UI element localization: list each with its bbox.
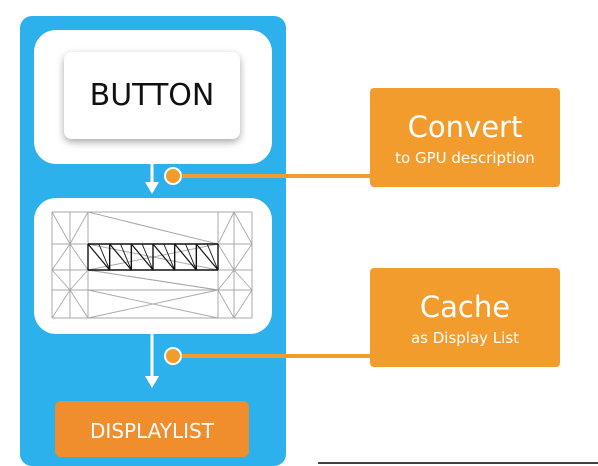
mesh-edge bbox=[51, 269, 71, 291]
mesh-edge bbox=[87, 289, 219, 319]
displaylist-box bbox=[55, 401, 249, 457]
mesh-edge bbox=[152, 243, 176, 271]
displaylist-label: DISPLAYLIST bbox=[90, 419, 215, 443]
mesh-edge bbox=[130, 243, 154, 271]
mesh-edge bbox=[51, 211, 71, 245]
callout-convert bbox=[370, 88, 560, 187]
mesh-edge bbox=[51, 289, 71, 319]
mesh-edge bbox=[217, 243, 235, 271]
mesh-edge bbox=[233, 289, 253, 319]
mesh-edge bbox=[185, 243, 197, 271]
mesh-edge bbox=[98, 243, 111, 271]
mesh-edge bbox=[69, 269, 89, 291]
mesh-edge bbox=[233, 211, 253, 245]
arrow-down-icon bbox=[145, 334, 159, 388]
mesh-edge bbox=[141, 243, 154, 271]
button-preview-label: BUTTON bbox=[90, 78, 215, 113]
mesh-edge bbox=[120, 243, 132, 271]
mesh-edge bbox=[69, 211, 89, 245]
mesh-edge bbox=[217, 269, 235, 291]
mesh-edge bbox=[109, 243, 132, 271]
arrow-down-icon bbox=[145, 164, 159, 194]
mesh-edge bbox=[233, 243, 253, 271]
mesh-edge bbox=[69, 243, 89, 271]
callout-convert-title: Convert bbox=[408, 110, 523, 144]
mesh-edge bbox=[233, 269, 253, 291]
callout-convert-subtitle: to GPU description bbox=[395, 149, 535, 167]
gpu-mesh bbox=[51, 211, 253, 319]
mesh-edge bbox=[163, 243, 176, 271]
callout-cache-subtitle: as Display List bbox=[411, 329, 519, 347]
mesh-edge bbox=[51, 243, 71, 271]
mesh-edge bbox=[195, 243, 219, 271]
mesh-edge bbox=[87, 243, 111, 271]
connector-convert bbox=[164, 167, 372, 185]
callout-cache-title: Cache bbox=[420, 290, 510, 324]
connector-cache bbox=[164, 347, 372, 365]
mesh-edge bbox=[217, 211, 235, 245]
mesh-edge bbox=[174, 243, 197, 271]
mesh-edge bbox=[206, 243, 219, 271]
mesh-edge bbox=[87, 269, 219, 291]
mesh-edge bbox=[217, 289, 235, 319]
mesh-edge bbox=[69, 289, 89, 319]
mesh-edge bbox=[87, 211, 219, 245]
callout-cache bbox=[370, 268, 560, 367]
button-preview bbox=[64, 52, 240, 139]
